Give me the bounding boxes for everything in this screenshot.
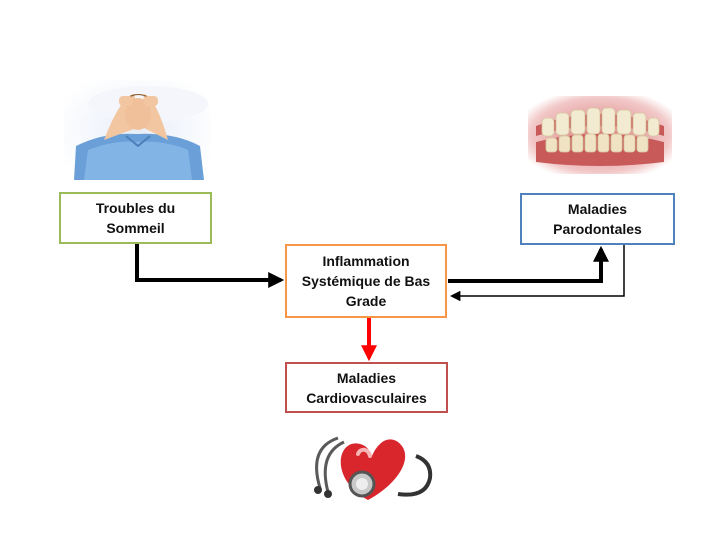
node-sleep-disorders: Troubles du Sommeil [59, 192, 212, 244]
node-periodontal-disease: Maladies Parodontales [520, 193, 675, 245]
arrow-inflammation-to-periodontal [448, 245, 609, 283]
person-in-bed-image [64, 80, 210, 180]
node-cardio-label: Maladies Cardiovasculaires [306, 369, 427, 406]
node-systemic-inflammation: Inflammation Systémique de Bas Grade [285, 244, 447, 318]
node-cardiovascular-disease: Maladies Cardiovasculaires [285, 362, 448, 413]
heart-stethoscope-image [314, 436, 433, 500]
arrow-sleep-to-inflammation [135, 244, 285, 288]
arrow-periodontal-to-inflammation [449, 245, 625, 302]
teeth-gums-image [528, 96, 672, 174]
node-periodontal-label: Maladies Parodontales [553, 201, 642, 237]
node-inflammation-label: Inflammation Systémique de Bas Grade [301, 253, 431, 309]
node-sleep-label: Troubles du Sommeil [95, 200, 176, 236]
